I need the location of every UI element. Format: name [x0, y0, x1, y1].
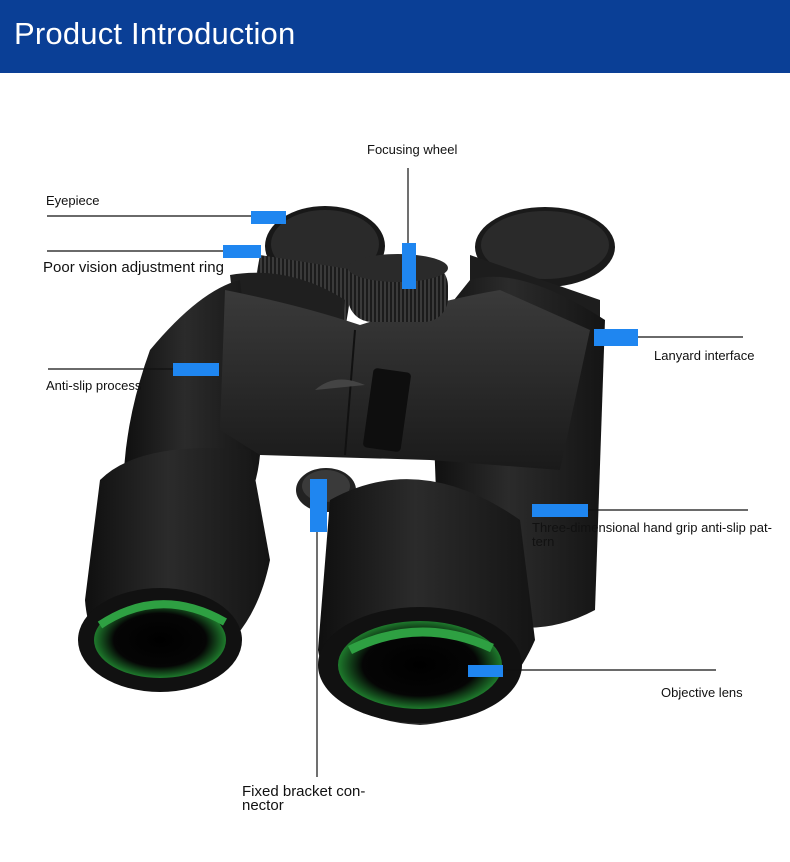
callout-adjustment-ring: Poor vision adjustment ring	[43, 259, 224, 276]
callout-lanyard: Lanyard interface	[654, 348, 755, 363]
bridge	[220, 290, 590, 470]
callout-objective-lens: Objective lens	[661, 685, 743, 700]
leader-lines	[47, 168, 748, 777]
callout-anti-slip: Anti-slip process	[46, 378, 142, 393]
callout-markers	[173, 211, 638, 677]
right-objective	[318, 479, 535, 725]
page-header: Product Introduction	[0, 0, 790, 73]
callout-hand-grip-line2: tern	[532, 534, 555, 549]
callout-focusing-wheel: Focusing wheel	[367, 142, 458, 157]
left-objective	[78, 448, 270, 692]
callout-eyepiece: Eyepiece	[46, 193, 100, 208]
page-title: Product Introduction	[14, 16, 296, 51]
callout-hand-grip-line1: Three-dimensional hand grip anti-slip pa…	[532, 520, 772, 535]
callout-bracket-line1: Fixed bracket con-	[242, 783, 366, 800]
callout-bracket-line2: nector	[242, 797, 284, 814]
focusing-wheel	[348, 254, 448, 322]
